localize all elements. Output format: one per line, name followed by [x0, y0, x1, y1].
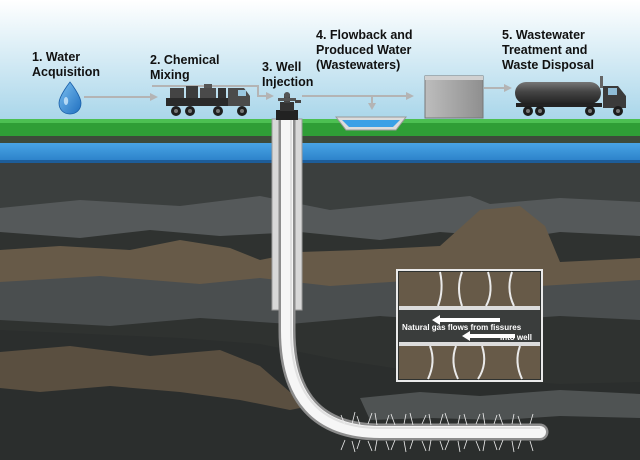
inset-caption-line-2: into well [500, 333, 532, 342]
water-drop-icon [58, 81, 82, 115]
fracture-zone [340, 411, 534, 453]
step-3-well-injection-label: 3. Well Injection [262, 60, 313, 90]
step-5-line-1: 5. Wastewater [502, 28, 585, 42]
arrow-heads [150, 84, 512, 110]
mixing-truck-icon [166, 84, 250, 116]
topsoil [0, 134, 640, 143]
step-5-line-3: Waste Disposal [502, 58, 594, 72]
step-4-flowback-label: 4. Flowback and Produced Water (Wastewat… [316, 28, 413, 73]
flowback-pit-icon [334, 116, 408, 131]
fissure-detail-inset [396, 269, 543, 382]
aquifer [0, 142, 640, 162]
step-3-line-1: 3. Well [262, 60, 302, 74]
inset-caption-line-1: Natural gas flows from fissures [402, 323, 522, 332]
ground-grass [0, 119, 640, 136]
step-1-water-acquisition-label: 1. Water Acquisition [32, 50, 100, 80]
step-2-chemical-mixing-label: 2. Chemical Mixing [150, 53, 219, 83]
step-4-line-1: 4. Flowback and [316, 28, 413, 42]
treatment-tank-icon [424, 75, 484, 119]
wellbore-pipe-shade [290, 120, 540, 429]
step-2-line-2: Mixing [150, 68, 190, 82]
step-3-line-2: Injection [262, 75, 314, 89]
rock-layer-6 [360, 390, 640, 420]
step-1-line-1: 1. Water [32, 50, 81, 64]
step-5-wastewater-treatment-label: 5. Wastewater Treatment and Waste Dispos… [502, 28, 594, 73]
aquifer-edge [0, 160, 640, 163]
wellbore-pipe-inner [281, 114, 546, 438]
tanker-truck-icon [515, 76, 626, 116]
step-2-line-1: 2. Chemical [150, 53, 220, 67]
step-4-line-3: (Wastewaters) [316, 58, 401, 72]
step-4-line-2: Produced Water [316, 43, 412, 57]
step-1-line-2: Acquisition [32, 65, 101, 79]
step-5-line-2: Treatment and [502, 43, 588, 57]
grass-highlight [0, 119, 640, 123]
rock-layer-5 [0, 346, 320, 410]
wellhead [276, 92, 301, 120]
